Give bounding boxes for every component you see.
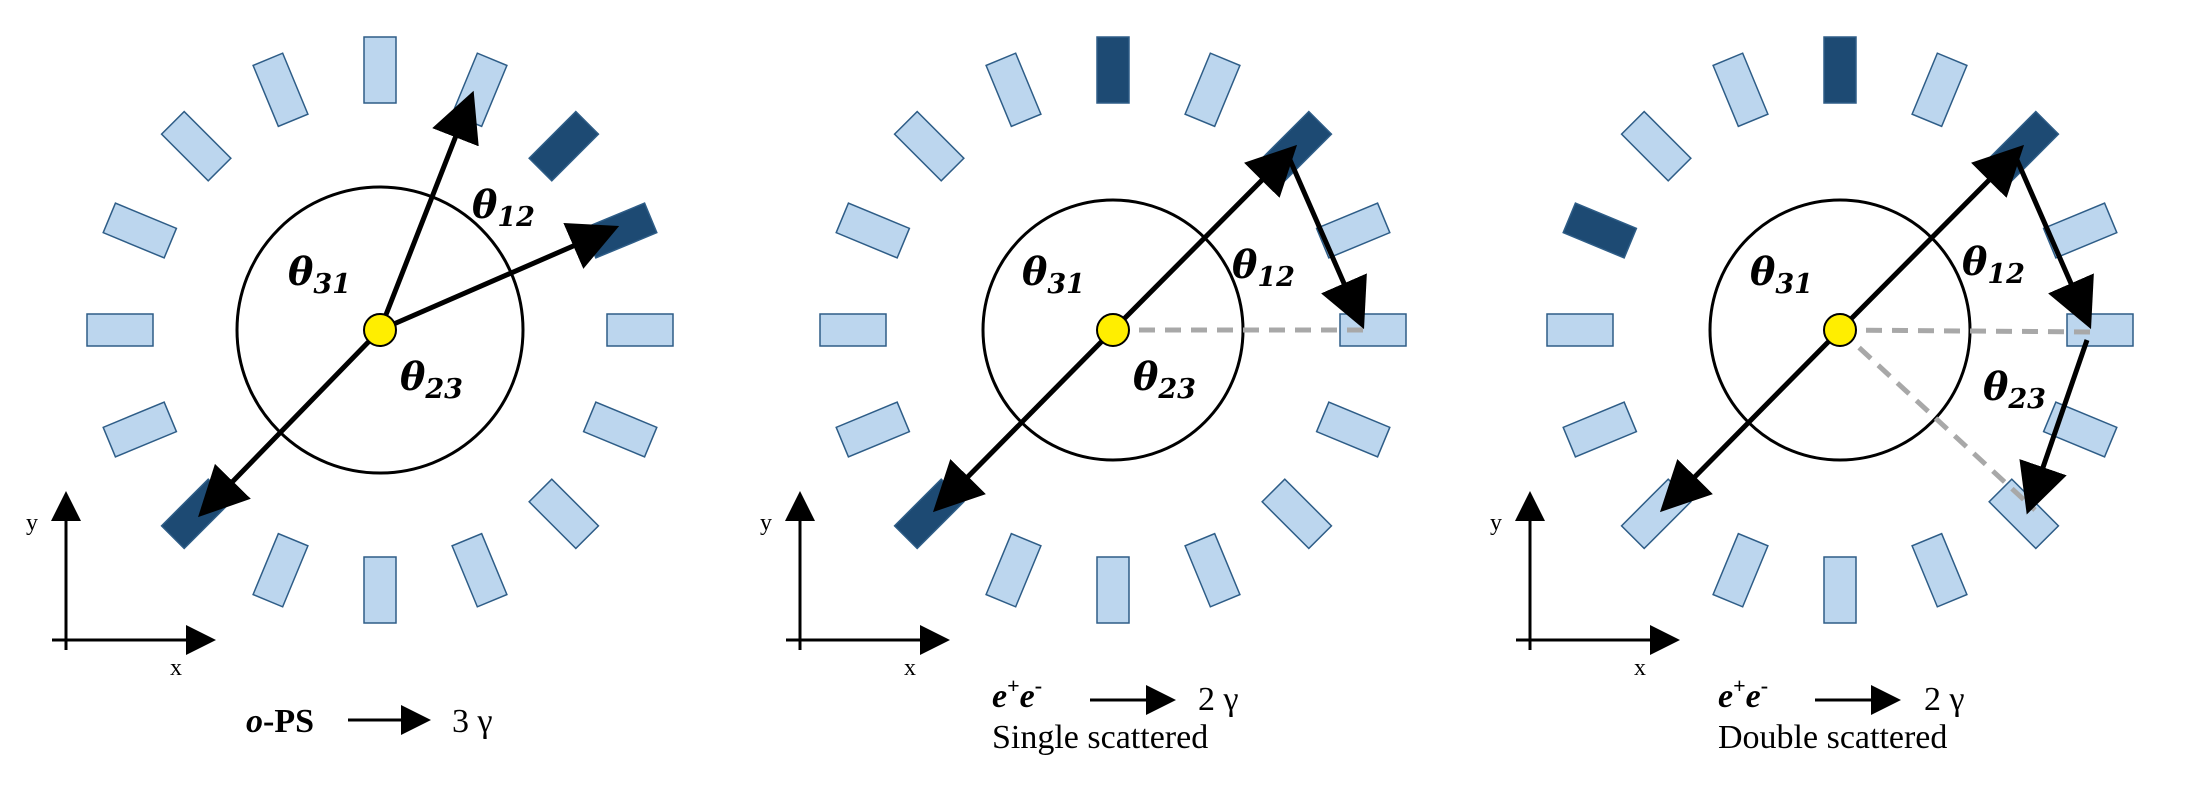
y-axis-label: y [760, 510, 772, 536]
detector [835, 401, 911, 458]
detector [606, 313, 674, 347]
caption-double: e+e- 2 γ Double scattered [1718, 673, 1965, 756]
detector [819, 313, 887, 347]
y-axis-label: y [26, 510, 38, 536]
gamma-track-2 [932, 328, 1115, 513]
scatter-track-1 [2014, 158, 2094, 330]
detector [835, 202, 911, 259]
label-theta23: θ23 [1133, 354, 1196, 405]
panel-double-scattered: θ12 θ31 θ23 y x e+e- 2 γ Double scattere… [1490, 36, 2134, 756]
xy-axes: y x [1490, 491, 1680, 681]
label-theta31: θ31 [1022, 249, 1085, 300]
detector [1712, 532, 1769, 608]
detector-hit [528, 110, 600, 182]
caption-product: 2 γ [1924, 681, 1965, 718]
detector [102, 401, 178, 458]
y-axis-label: y [1490, 510, 1502, 536]
scatter-path-1 [1839, 327, 2096, 335]
detector-hit [1823, 36, 1857, 104]
caption-ops: o-PS 3 γ [246, 703, 493, 740]
gamma-track-2 [379, 223, 620, 333]
caption-single: e+e- 2 γ Single scattered [992, 673, 1239, 756]
svg-text:e+e-: e+e- [992, 673, 1042, 715]
svg-text:e+e-: e+e- [1718, 673, 1768, 715]
detector [2042, 202, 2118, 259]
x-axis-label: x [170, 655, 182, 681]
detector [363, 556, 397, 624]
detector-hit [582, 202, 658, 259]
detector-hit [1562, 202, 1638, 259]
label-theta12: θ12 [472, 182, 535, 233]
scatter-track-2 [2019, 339, 2090, 515]
detector [451, 52, 508, 128]
xy-axes: y x [26, 491, 216, 681]
caption-product: 2 γ [1198, 681, 1239, 718]
x-axis-label: x [1634, 655, 1646, 681]
detector [160, 110, 232, 182]
detector [1823, 556, 1857, 624]
source-point [1823, 313, 1857, 347]
detector [1620, 110, 1692, 182]
detector [1184, 532, 1241, 608]
gamma-track-1 [1838, 144, 2025, 332]
detector-ring [1546, 36, 2134, 624]
detector [1315, 401, 1391, 458]
label-theta23: θ23 [1983, 364, 2046, 415]
scatter-track [1287, 158, 1367, 330]
angle-circle [235, 185, 525, 475]
angle-circle [1708, 198, 1972, 462]
detector [985, 52, 1042, 128]
detector [1546, 313, 1614, 347]
detector [451, 532, 508, 608]
label-theta31: θ31 [288, 249, 351, 300]
label-theta31: θ31 [1750, 249, 1813, 300]
gamma-track-2 [1659, 328, 1842, 513]
panel-single-scattered: θ12 θ31 θ23 y x e+e- 2 γ Single scattere… [760, 36, 1407, 756]
detector [1911, 52, 1968, 128]
detector [1096, 556, 1130, 624]
source-point [1096, 313, 1130, 347]
caption-note: Double scattered [1718, 719, 1947, 756]
detector [252, 52, 309, 128]
detector [86, 313, 154, 347]
detector-hit [1096, 36, 1130, 104]
detector [1712, 52, 1769, 128]
xy-axes: y x [760, 491, 950, 681]
gamma-track-3 [198, 328, 382, 518]
detector [1184, 52, 1241, 128]
panel-ops: θ12 θ31 θ23 y x o-PS 3 γ [26, 36, 674, 740]
detector [1988, 478, 2060, 550]
detector [1315, 202, 1391, 259]
detector [1562, 401, 1638, 458]
x-axis-label: x [904, 655, 916, 681]
label-theta23: θ23 [400, 354, 463, 405]
caption-product: 3 γ [452, 703, 493, 740]
label-theta12: θ12 [1232, 242, 1295, 293]
gamma-track-1 [1111, 144, 1298, 332]
scatter-path-2 [1838, 328, 2037, 512]
detector [985, 532, 1042, 608]
detector [1261, 478, 1333, 550]
svg-text:o-PS: o-PS [246, 703, 314, 740]
detector [1911, 532, 1968, 608]
detector [252, 532, 309, 608]
detector [893, 110, 965, 182]
label-theta12: θ12 [1962, 239, 2025, 290]
detector [528, 478, 600, 550]
detector [363, 36, 397, 104]
caption-note: Single scattered [992, 719, 1208, 756]
source-point [363, 313, 397, 347]
gamma-track-1 [377, 90, 479, 331]
detector-hit [160, 478, 232, 550]
detector [582, 401, 658, 458]
detector [102, 202, 178, 259]
